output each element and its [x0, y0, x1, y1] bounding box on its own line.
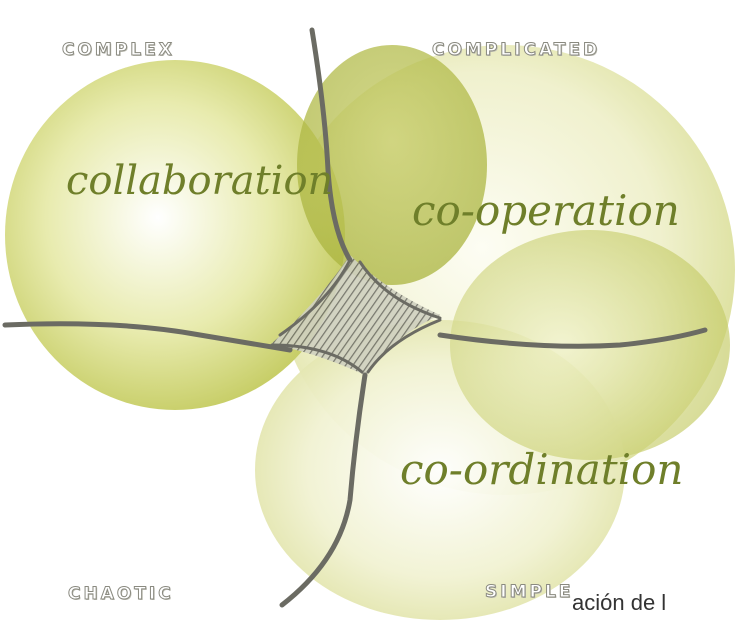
label-complex: COMPLEX [62, 40, 175, 61]
overlap-lens [297, 45, 487, 285]
label-complicated: COMPLICATED [431, 40, 601, 61]
footer-fragment: ación de l [572, 590, 667, 615]
label-simple: SIMPLE [484, 582, 574, 603]
arc-lower [270, 343, 364, 374]
hatched-center [270, 255, 440, 375]
label-coordination: co-ordination [400, 445, 684, 494]
arc-upper-2 [358, 260, 442, 320]
arc-lower-2 [366, 318, 442, 374]
label-chaotic: CHAOTIC [68, 584, 174, 605]
complex-circle [5, 60, 345, 410]
arc-upper [278, 258, 352, 337]
label-cooperation: co-operation [412, 186, 680, 235]
label-collaboration: collaboration [66, 158, 334, 204]
line-left [2, 321, 293, 353]
line-right [437, 327, 708, 349]
divider-lines [2, 27, 708, 608]
line-bottom [279, 372, 368, 608]
line-top [309, 27, 353, 263]
